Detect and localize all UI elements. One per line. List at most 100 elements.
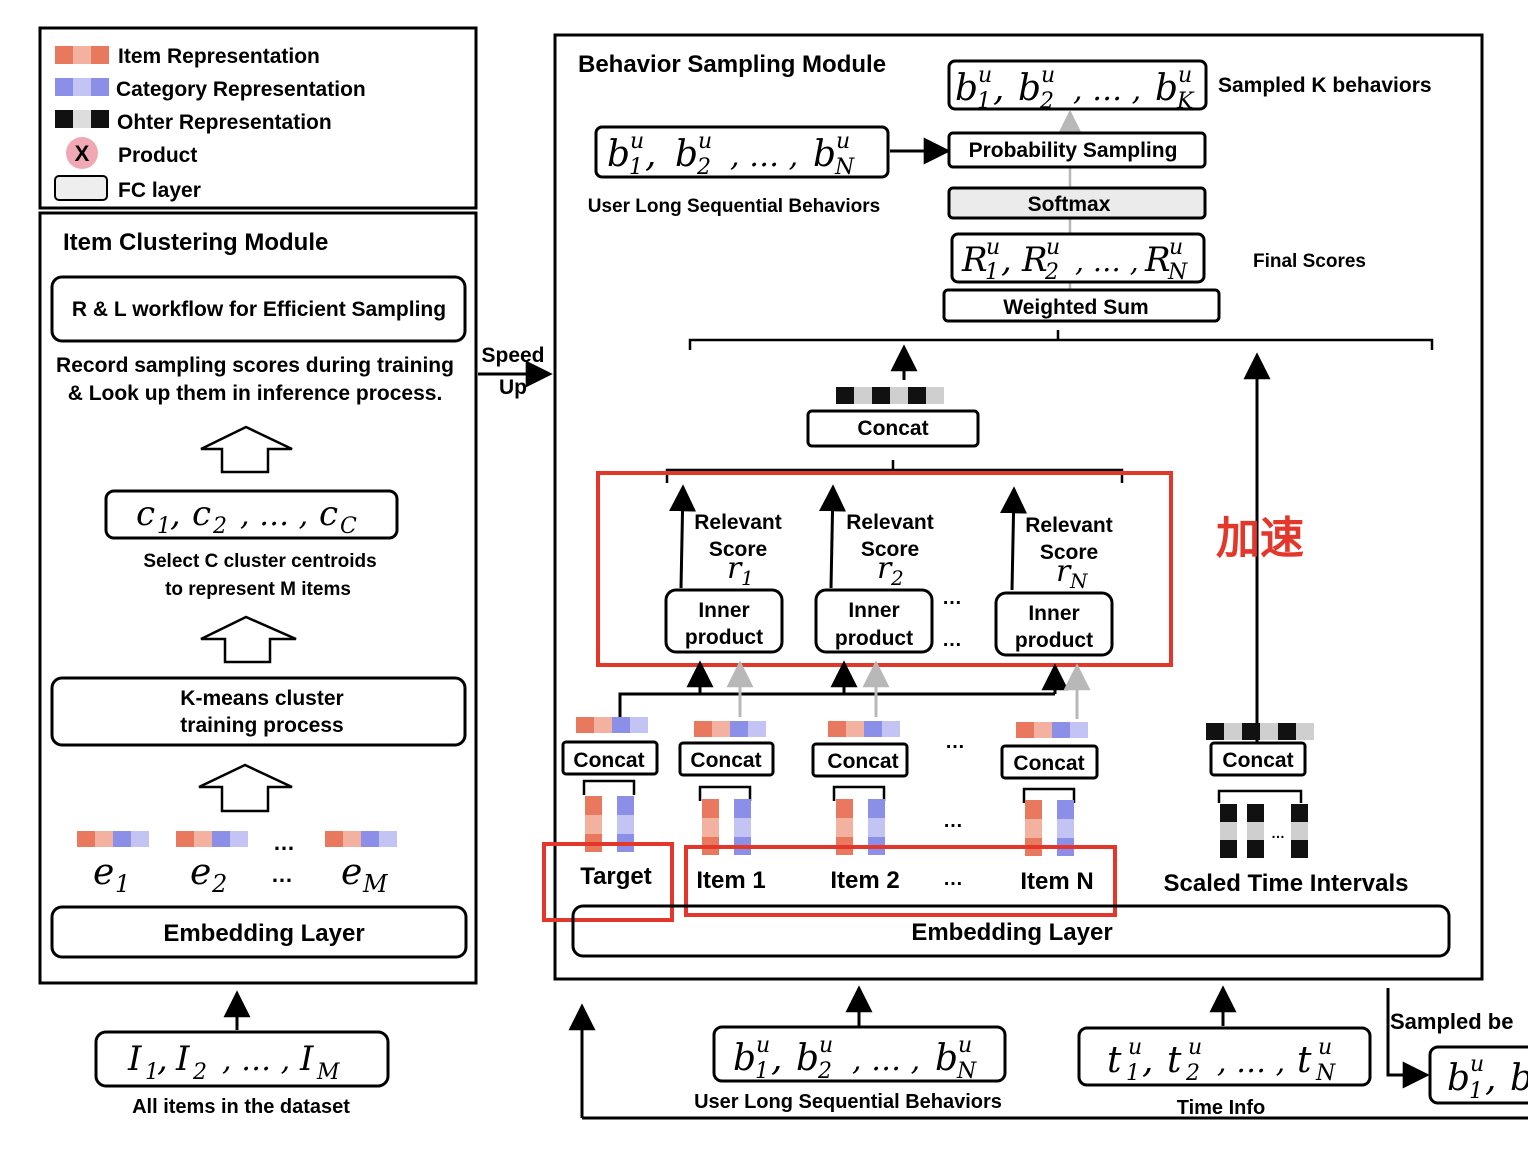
sampled-sup-k: u (1178, 63, 1192, 88)
final-r2: R (1021, 240, 1048, 280)
long-comma: , (645, 134, 656, 175)
em-var: e (341, 852, 362, 893)
items-ellipsis: … (943, 868, 963, 890)
legend-item-swatch (55, 46, 109, 64)
sampled-label: Sampled K behaviors (1218, 74, 1432, 97)
target-label: Target (580, 863, 652, 890)
long-sup-2: u (698, 129, 712, 154)
time-info-label: Time Info (1177, 1097, 1266, 1119)
items-comma: , (157, 1039, 168, 1079)
items-sub-2: 2 (192, 1060, 207, 1085)
record-line1: Record sampling scores during training (56, 354, 454, 377)
sampled-out-arrow (1386, 988, 1430, 1089)
score-sub-1: 1 (741, 566, 754, 590)
input-bn: b (935, 1038, 958, 1079)
softmax-box (947, 186, 1207, 220)
inner-ellipsis-1: … (942, 587, 962, 609)
centroid-c1-var: c (136, 494, 155, 534)
centroid-sub-c: C (340, 514, 357, 539)
sampled-bk: b (1155, 68, 1178, 109)
items-i1-var: I (127, 1039, 142, 1079)
sampling-embedding-layer: Embedding Layer (911, 919, 1112, 946)
final-sup-1: u (986, 235, 1000, 260)
final-comma: , (1001, 240, 1012, 280)
legend-item-label: Item Representation (118, 45, 320, 68)
product-symbol: X (75, 141, 90, 166)
time-t2: t (1167, 1040, 1182, 1081)
time-sup-1: u (1128, 1035, 1142, 1060)
items-sub-m: M (316, 1060, 340, 1085)
centroid-c2-var: c (192, 494, 211, 534)
concat-target-box (561, 740, 659, 776)
legend-category-swatch (55, 78, 109, 96)
concat-item1-box (678, 741, 775, 777)
bracket-time (1217, 789, 1303, 803)
score-2: Score (861, 538, 919, 561)
item2-label: Item 2 (830, 867, 899, 894)
cut-sub-1: 1 (1469, 1079, 1483, 1104)
concat-item2-label: Concat (827, 750, 898, 773)
input-sub-1: 1 (755, 1059, 769, 1084)
embedding-ellipsis-top: … (273, 830, 295, 855)
sampled-sup-1: u (978, 63, 992, 88)
final-dots: , … , (1075, 245, 1139, 278)
item1-label: Item 1 (696, 867, 765, 894)
final-sup-2: u (1046, 235, 1060, 260)
concat-time-box (1209, 741, 1307, 777)
all-items-label: All items in the dataset (132, 1096, 350, 1118)
all-items-box (94, 1030, 390, 1088)
long-b1: b (607, 134, 630, 175)
final-sub-1: 1 (985, 260, 999, 285)
time-sub-n: N (1315, 1061, 1336, 1086)
bracket-item2 (832, 785, 886, 803)
long-bn: b (813, 134, 836, 175)
sampled-dots: , … , (1073, 73, 1141, 108)
concat-itemn-box (1000, 744, 1099, 780)
em-sub: M (362, 870, 389, 898)
inner-product-box-n (994, 591, 1114, 657)
final-sub-2: 2 (1044, 260, 1059, 285)
product-icon (66, 137, 98, 169)
target-highlight-box (542, 842, 674, 922)
time-t1: t (1107, 1040, 1122, 1081)
record-line2: & Look up them in inference process. (68, 382, 443, 405)
svg-text:…: … (1271, 825, 1285, 841)
sampled-cut-label: Sampled be (1390, 1009, 1513, 1034)
e1-var: e (93, 852, 114, 893)
score-n: Score (1040, 541, 1098, 564)
centroid-sub-1: 1 (157, 514, 171, 539)
time-sup-n: u (1318, 1035, 1332, 1060)
product-n: product (1015, 629, 1093, 652)
up-arrow-1 (198, 763, 293, 813)
score-var-1: r (727, 551, 743, 586)
relevant-brace (665, 460, 1124, 483)
columns-ellipsis: … (943, 810, 963, 832)
legend-other-swatch (55, 110, 109, 128)
sampled-b2: b (1018, 68, 1041, 109)
relevant-arrow-2 (819, 484, 847, 589)
sampled-comma: , (993, 68, 1004, 109)
long-sup-n: u (836, 129, 850, 154)
inner-2: Inner (848, 599, 899, 622)
concat-top-box (806, 409, 980, 448)
items-sub-1: 1 (145, 1060, 159, 1085)
centroid-dots: , … , (240, 498, 308, 533)
bracket-target (582, 779, 636, 797)
centroid-comma-1: , (170, 494, 181, 534)
concat-item1-label: Concat (690, 749, 761, 772)
item1-vector (694, 721, 766, 737)
clustering-embedding-layer: Embedding Layer (163, 920, 364, 947)
e1-sub: 1 (115, 870, 130, 898)
concat-item2-box (811, 742, 909, 778)
e2-var: e (190, 852, 211, 893)
inner-1: Inner (698, 599, 749, 622)
time-tn: t (1297, 1040, 1312, 1081)
concat-ellipsis: … (945, 731, 965, 753)
scaled-time-label: Scaled Time Intervals (1163, 870, 1408, 897)
long-sub-n: N (834, 155, 855, 180)
input-b2: b (796, 1038, 819, 1079)
up-arrow-3 (200, 425, 293, 474)
input-dots: , … , (852, 1043, 920, 1078)
legend-category-label: Category Representation (116, 78, 366, 101)
